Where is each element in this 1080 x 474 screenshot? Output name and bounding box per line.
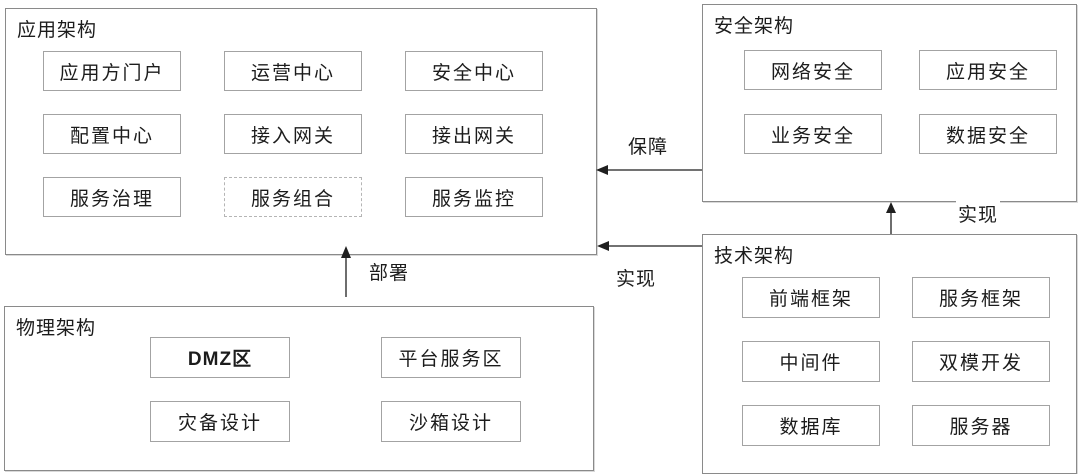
panel-title-technology: 技术架构 [714, 246, 795, 267]
node-service-governance: 服务治理 [43, 177, 181, 217]
node-database: 数据库 [742, 405, 880, 446]
node-outbound-gateway: 接出网关 [405, 114, 543, 154]
panel-title-application: 应用架构 [17, 20, 98, 41]
technology-node-grid: 前端框架 服务框架 中间件 双模开发 数据库 服务器 [742, 277, 1050, 446]
physical-node-grid: DMZ区 平台服务区 灾备设计 沙箱设计 [150, 337, 521, 442]
node-service-framework: 服务框架 [912, 277, 1050, 318]
node-dmz-zone: DMZ区 [150, 337, 290, 378]
node-config-center: 配置中心 [43, 114, 181, 154]
node-disaster-recovery-design: 灾备设计 [150, 401, 290, 442]
node-operation-center: 运营中心 [224, 51, 362, 91]
node-data-security: 数据安全 [919, 114, 1057, 154]
node-business-security: 业务安全 [744, 114, 882, 154]
guarantee-arrow [596, 165, 702, 175]
physical-architecture-panel: 物理架构 DMZ区 平台服务区 灾备设计 沙箱设计 [4, 306, 594, 471]
panel-title-security: 安全架构 [714, 16, 795, 37]
node-service-monitoring: 服务监控 [405, 177, 543, 217]
node-server: 服务器 [912, 405, 1050, 446]
node-network-security: 网络安全 [744, 50, 882, 90]
technology-architecture-panel: 技术架构 前端框架 服务框架 中间件 双模开发 数据库 服务器 [702, 234, 1077, 474]
label-implement-security: 实现 [956, 200, 1001, 227]
node-security-center: 安全中心 [405, 51, 543, 91]
node-application-security: 应用安全 [919, 50, 1057, 90]
node-inbound-gateway: 接入网关 [224, 114, 362, 154]
label-guarantee: 保障 [626, 132, 671, 159]
implement-app-arrow [597, 241, 702, 251]
panel-title-physical: 物理架构 [16, 318, 97, 339]
node-platform-service-zone: 平台服务区 [381, 337, 521, 378]
implement-security-arrow [886, 202, 896, 234]
application-node-grid: 应用方门户 运营中心 安全中心 配置中心 接入网关 接出网关 服务治理 服务组合… [43, 51, 543, 217]
label-deploy: 部署 [367, 258, 412, 285]
node-service-composition: 服务组合 [224, 177, 362, 217]
security-node-grid: 网络安全 应用安全 业务安全 数据安全 [744, 50, 1057, 154]
node-dual-mode-dev: 双模开发 [912, 341, 1050, 382]
node-app-portal: 应用方门户 [43, 51, 181, 91]
node-sandbox-design: 沙箱设计 [381, 401, 521, 442]
label-implement-application: 实现 [614, 264, 659, 291]
node-middleware: 中间件 [742, 341, 880, 382]
node-frontend-framework: 前端框架 [742, 277, 880, 318]
security-architecture-panel: 安全架构 网络安全 应用安全 业务安全 数据安全 [702, 4, 1077, 202]
application-architecture-panel: 应用架构 应用方门户 运营中心 安全中心 配置中心 接入网关 接出网关 服务治理… [5, 8, 597, 255]
